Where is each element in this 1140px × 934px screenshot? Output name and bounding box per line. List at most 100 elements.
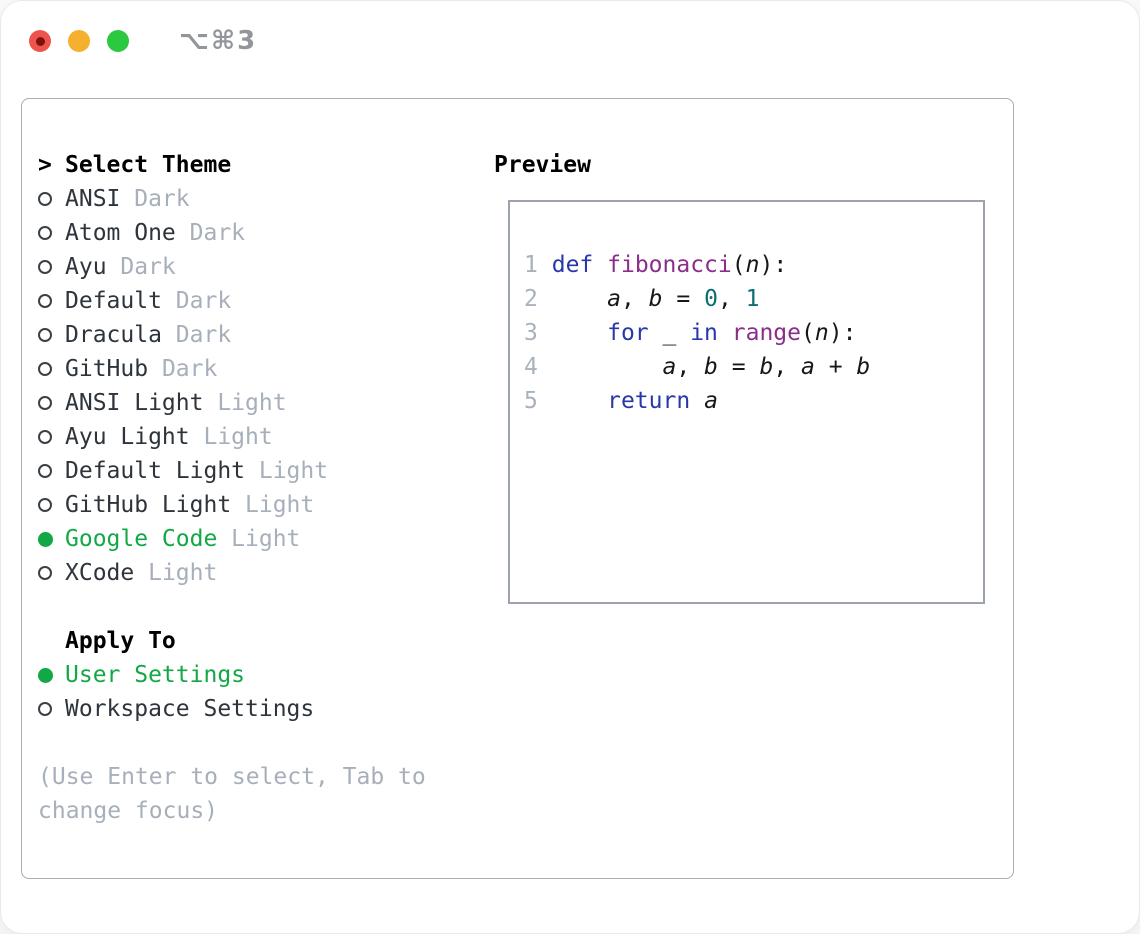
theme-name: Atom One: [65, 220, 176, 246]
code-token: ,: [620, 286, 649, 312]
radio-marker: [38, 362, 65, 376]
theme-option[interactable]: Default Dark: [38, 284, 426, 318]
code-token: range: [731, 320, 802, 346]
code-token: ,: [773, 354, 802, 380]
theme-variant: Light: [231, 526, 301, 552]
code-token: n: [745, 252, 760, 278]
select-theme-header: > Select Theme: [38, 148, 426, 182]
line-number: 5: [524, 388, 538, 414]
titlebar: ⌥⌘3: [29, 26, 257, 56]
theme-name: GitHub: [65, 356, 149, 382]
code-token: a: [704, 388, 718, 414]
cursor-marker: >: [38, 152, 65, 178]
code-line: 5 return a: [524, 384, 983, 418]
radio-icon: [38, 192, 52, 206]
radio-marker: [38, 498, 65, 512]
code-token: [538, 388, 607, 414]
theme-variant: Dark: [175, 288, 232, 314]
code-line: 1 def fibonacci(n):: [524, 248, 983, 282]
close-dot-icon: [35, 36, 45, 46]
code-token: +: [814, 354, 857, 380]
line-number: 1: [524, 252, 538, 278]
radio-selected-icon: [38, 531, 53, 547]
code-token: in: [690, 320, 718, 346]
theme-name: ANSI Light: [65, 390, 204, 416]
code-token: ):: [759, 252, 788, 278]
theme-variant: Dark: [134, 186, 190, 212]
cursor-icon: >: [38, 152, 52, 178]
radio-icon: [38, 396, 52, 410]
line-number: 4: [524, 354, 538, 380]
code-token: b: [704, 354, 718, 380]
code-token: _: [648, 320, 691, 346]
radio-selected-icon: [38, 667, 53, 683]
apply-to-option-label: User Settings: [65, 662, 246, 688]
code-token: return: [607, 388, 691, 414]
apply-to-option-label: Workspace Settings: [65, 696, 315, 722]
theme-name: Google Code: [65, 526, 218, 552]
theme-variant: Light: [258, 458, 329, 484]
radio-marker: [38, 667, 65, 683]
code-token: ,: [676, 354, 705, 380]
theme-option[interactable]: Google Code Light: [38, 522, 426, 556]
theme-name: Default: [65, 288, 162, 314]
radio-icon: [38, 464, 52, 478]
preview-label: Preview: [494, 152, 591, 178]
code-token: a: [801, 354, 815, 380]
code-token: (: [731, 252, 746, 278]
code-token: b: [648, 286, 663, 312]
radio-marker: [38, 396, 65, 410]
minimize-button[interactable]: [68, 30, 90, 52]
theme-variant: Dark: [175, 322, 232, 348]
theme-option[interactable]: Ayu Dark: [38, 250, 426, 284]
theme-variant: Dark: [120, 254, 176, 280]
code-line: 3 for _ in range(n):: [524, 316, 983, 350]
code-token: ,: [717, 286, 746, 312]
theme-name: ANSI: [65, 186, 121, 212]
apply-to-option[interactable]: User Settings: [38, 658, 426, 692]
code-line: 2 a, b = 0, 1: [524, 282, 983, 316]
theme-name: Dracula: [65, 322, 162, 348]
radio-icon: [38, 498, 52, 512]
code-token: =: [717, 354, 760, 380]
radio-icon: [38, 566, 52, 580]
theme-variant: Light: [203, 424, 273, 450]
help-text-line: (Use Enter to select, Tab to: [38, 764, 426, 790]
code-token: [593, 252, 607, 278]
code-token: [718, 320, 732, 346]
code-token: ):: [828, 320, 857, 346]
code-token: [538, 286, 607, 312]
theme-name: Default Light: [65, 458, 246, 484]
code-token: [690, 388, 704, 414]
radio-icon: [38, 294, 52, 308]
apply-to-option[interactable]: Workspace Settings: [38, 692, 426, 726]
select-theme-label: Select Theme: [65, 152, 232, 178]
radio-marker: [38, 702, 65, 716]
theme-option[interactable]: ANSI Dark: [38, 182, 426, 216]
code-line: 4 a, b = b, a + b: [524, 350, 983, 384]
radio-marker: [38, 464, 65, 478]
window-shortcut-label: ⌥⌘3: [179, 26, 258, 56]
code-token: [538, 320, 607, 346]
theme-option[interactable]: Default Light Light: [38, 454, 426, 488]
theme-option[interactable]: Dracula Dark: [38, 318, 426, 352]
radio-marker: [38, 226, 65, 240]
zoom-button[interactable]: [107, 30, 129, 52]
theme-name: Ayu: [65, 254, 107, 280]
close-button[interactable]: [29, 30, 51, 52]
code-token: b: [759, 354, 774, 380]
help-text-line: change focus): [38, 798, 219, 824]
